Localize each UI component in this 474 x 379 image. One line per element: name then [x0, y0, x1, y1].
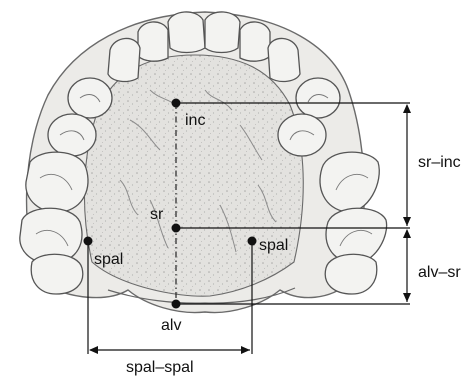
label-spal-right: spal — [259, 237, 288, 254]
maxilla-illustration — [20, 12, 387, 313]
tooth-premolar-2-left — [48, 114, 96, 156]
tooth-molar-1-right — [320, 152, 379, 212]
label-alv-sr: alv–sr — [418, 264, 461, 281]
tooth-molar-3-left — [31, 254, 83, 294]
tooth-premolar-1-left — [68, 78, 112, 118]
tooth-central-incisor-left — [168, 12, 205, 53]
tooth-premolar-2-right — [278, 114, 326, 156]
point-alv — [172, 300, 181, 309]
tooth-canine-right — [268, 38, 300, 81]
tooth-molar-3-right — [325, 254, 377, 294]
label-sr-inc: sr–inc — [418, 154, 461, 171]
tooth-lateral-incisor-left — [138, 22, 168, 61]
tooth-central-incisor-right — [205, 12, 240, 53]
label-inc: inc — [185, 112, 205, 129]
tooth-molar-1-left — [26, 152, 88, 212]
point-spal-left — [84, 237, 93, 246]
label-sr: sr — [150, 206, 164, 223]
point-spal-right — [248, 237, 257, 246]
tooth-lateral-incisor-right — [240, 22, 270, 61]
point-sr — [172, 224, 181, 233]
label-spal-spal: spal–spal — [126, 359, 194, 376]
point-inc — [172, 99, 181, 108]
tooth-premolar-1-right — [296, 78, 340, 118]
label-spal-left: spal — [94, 251, 123, 268]
label-alv: alv — [161, 317, 181, 334]
tooth-canine-left — [108, 38, 140, 81]
